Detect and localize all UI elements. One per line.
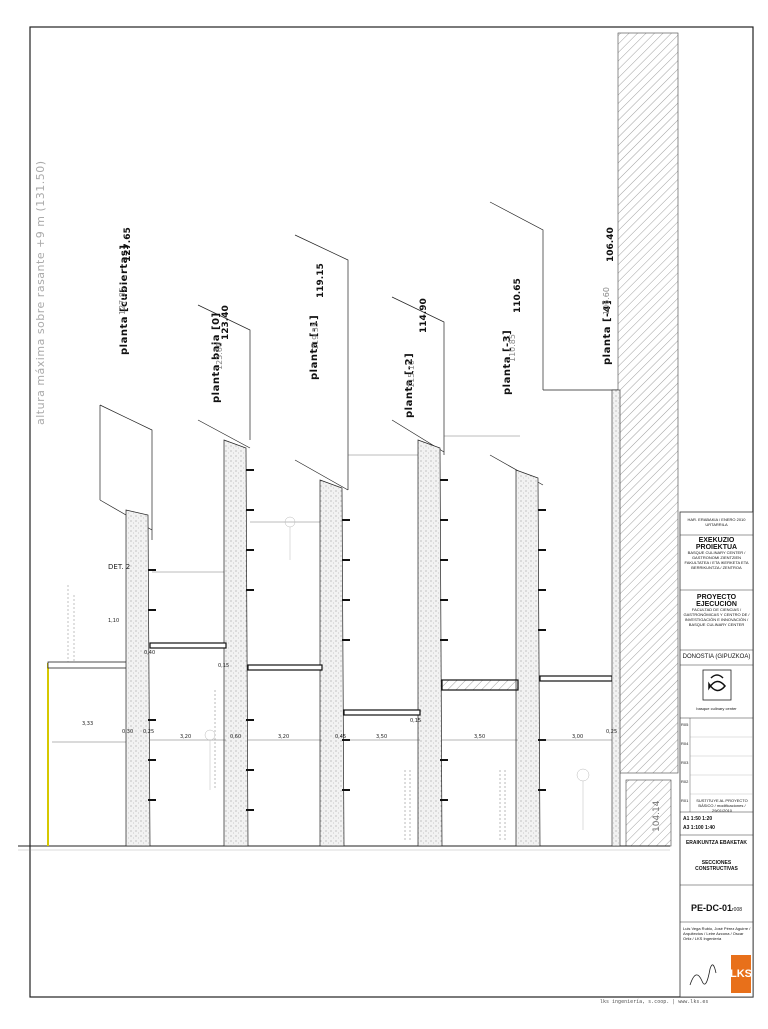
lks-logo: LKS xyxy=(730,955,752,993)
rev-row: R04 xyxy=(681,741,689,746)
tb-client-caption: basque culinary center xyxy=(696,706,737,711)
dim-label: 3,33 xyxy=(82,721,94,727)
level-value: 119.15 xyxy=(316,263,326,298)
dim-label: 3,20 xyxy=(278,734,290,740)
level-sub: 115.10 xyxy=(407,360,416,388)
tb-proyecto: PROYECTO EJECUCIÓN xyxy=(696,594,737,608)
tb-spanish-lines: FACULTAD DE CIENCIAS / GASTRONÓMICAS Y C… xyxy=(683,607,750,627)
scale-a3: A3 1:100 1:40 xyxy=(683,825,715,831)
dim-label: 0,15 xyxy=(410,718,422,724)
dim-label: 0,25 xyxy=(143,729,155,735)
level-value: 123.40 xyxy=(221,305,231,340)
dim-label: 3,00 xyxy=(572,734,584,740)
dim-label: 0,45 xyxy=(335,734,347,740)
level-value: 127.65 xyxy=(123,227,133,262)
level-sub: 127.85 xyxy=(118,287,127,315)
dim-label: 3,20 xyxy=(180,734,192,740)
code-main: PE-DC-01 xyxy=(690,903,732,913)
level-value: 114.90 xyxy=(419,298,429,333)
detail-label: DET. 2 xyxy=(108,563,131,571)
code-suffix: r008 xyxy=(732,907,743,913)
architects: Luis Vega Rubio, José Pérez Aguirre / Ar… xyxy=(683,926,751,941)
level-value: 106.40 xyxy=(606,227,616,262)
dim-label: 1,10 xyxy=(108,618,120,624)
level-sub: 119.35 xyxy=(311,322,320,350)
dim-label: 0,60 xyxy=(230,734,242,740)
dim-label: 0,40 xyxy=(144,650,156,656)
drawing-code: PE-DC-01r008 xyxy=(681,898,752,916)
tb-exekuzio: EXEKUZIO PROIEKTUA xyxy=(695,537,738,551)
scale-a1: A1 1:50 1:20 xyxy=(683,816,713,822)
tb-basque-lines: BASQUE CULINARY CENTER / GASTRONOMI ZIEN… xyxy=(684,550,749,570)
rev-row: R02 xyxy=(681,779,689,784)
bottom-level: 104.14 xyxy=(652,800,662,833)
section-title-es: SECCIONES CONSTRUCTIVAS xyxy=(695,860,738,872)
dim-label: 0,25 xyxy=(606,729,618,735)
level-value: 110.65 xyxy=(513,278,523,313)
max-height-label: altura máxima sobre rasante +9 m (131.50… xyxy=(34,160,47,425)
rev-row: R03 xyxy=(681,760,689,765)
level-sub: 106.60 xyxy=(602,287,611,315)
rev-row: R05 xyxy=(681,722,689,727)
tb-location: DONOSTIA (GIPUZKOA) xyxy=(682,654,751,660)
dim-label: 0,15 xyxy=(218,663,230,669)
level-sub: 110.85 xyxy=(508,334,517,362)
tb-header: HAR. ERABAKIA / ENERO 2010 URTARRILA xyxy=(687,517,746,527)
rev-note: SUSTITUYE AL PROYECTO BÁSICO / modificac… xyxy=(696,798,748,813)
level-sub: 123.60 xyxy=(215,342,224,370)
dim-label: 3,50 xyxy=(376,734,388,740)
dim-label: 0,30 xyxy=(122,729,134,735)
rev-row: R01 xyxy=(681,798,689,803)
dim-label: 3,50 xyxy=(474,734,486,740)
section-title-eu: ERAIKUNTZA EBAKETAK xyxy=(685,840,748,846)
footer-text: lks ingeniería, s.coop. | www.lks.es xyxy=(600,999,709,1005)
